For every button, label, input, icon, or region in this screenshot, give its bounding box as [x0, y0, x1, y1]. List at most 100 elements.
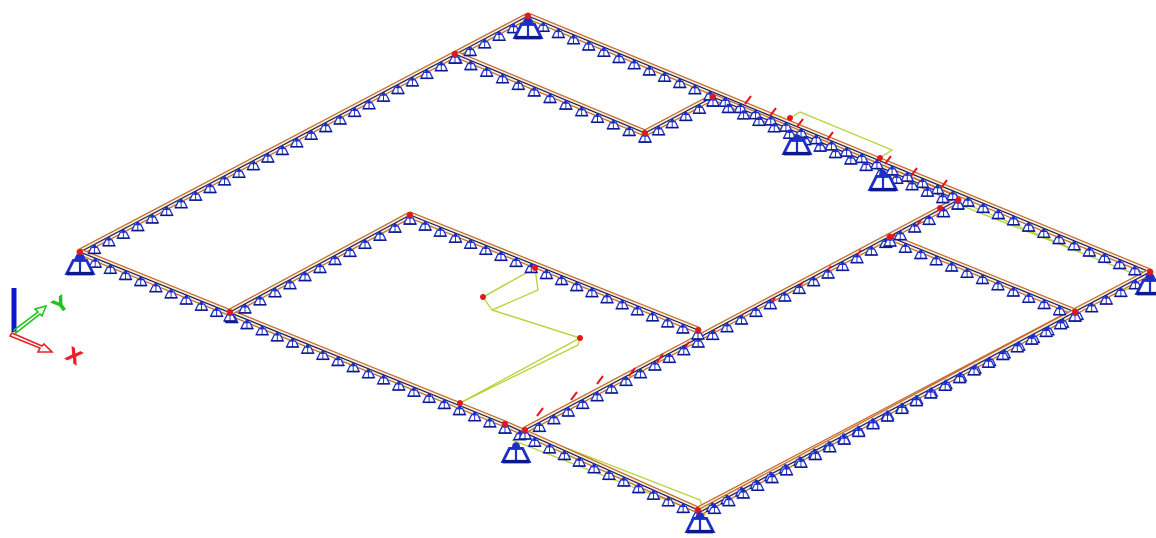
support-icon	[479, 67, 494, 77]
support-icon	[1010, 342, 1025, 353]
support-head	[875, 159, 879, 164]
support-head	[237, 168, 241, 173]
support-head	[681, 503, 685, 508]
y-arrow-shape	[12, 304, 48, 335]
support-head	[305, 344, 310, 348]
support-icon	[542, 93, 558, 104]
support-head	[1133, 265, 1137, 270]
support-icon	[539, 269, 554, 280]
support-head	[199, 301, 204, 305]
node-markers	[77, 13, 1153, 513]
support-head	[169, 289, 173, 293]
support-head	[1029, 335, 1034, 339]
support-head	[787, 129, 792, 133]
support-icon	[463, 239, 478, 250]
node-icon	[1072, 309, 1078, 315]
support-icon	[130, 221, 145, 232]
load-mark	[910, 167, 918, 177]
support-head	[651, 490, 656, 494]
support-icon	[554, 275, 569, 286]
support-head	[290, 338, 295, 342]
node-icon	[642, 130, 648, 136]
support-head	[793, 134, 801, 143]
support-head	[484, 67, 489, 71]
support-icon	[574, 106, 589, 117]
support-head	[811, 276, 816, 281]
support-icon	[915, 178, 930, 189]
support-head	[438, 227, 443, 231]
support-head	[602, 47, 606, 52]
support-head	[920, 178, 925, 183]
support-head	[367, 99, 371, 104]
support-icon	[467, 411, 482, 422]
support-icon	[990, 280, 1005, 291]
support-icon	[596, 47, 611, 58]
support-icon	[1127, 265, 1142, 276]
support-icon	[991, 209, 1006, 220]
support-head	[914, 396, 919, 401]
node-icon	[787, 115, 793, 121]
node-icon	[77, 249, 83, 255]
support-head	[864, 161, 868, 166]
support-icon	[736, 489, 751, 499]
support-icon	[447, 54, 463, 64]
support-markers	[64, 16, 1156, 534]
support-head	[684, 111, 688, 116]
support-icon	[376, 92, 391, 102]
support-head	[605, 293, 609, 298]
support-icon	[660, 318, 675, 328]
support-icon	[361, 99, 377, 110]
load-mark	[884, 155, 892, 165]
load-mark	[656, 353, 664, 363]
support-icon	[734, 315, 749, 325]
support-head	[885, 412, 890, 416]
support-head	[828, 442, 832, 447]
support-icon	[849, 253, 865, 264]
support-icon	[622, 126, 637, 137]
support-head	[799, 128, 803, 133]
panel-outline	[459, 267, 581, 404]
support-icon	[767, 122, 782, 133]
node-icon	[452, 51, 458, 57]
support-head	[164, 206, 169, 211]
support-icon	[966, 366, 982, 376]
support-head	[179, 198, 183, 203]
support-head	[925, 187, 930, 191]
support-icon	[267, 287, 283, 298]
support-icon	[661, 496, 676, 507]
support-head	[739, 315, 744, 319]
support-head	[258, 296, 262, 300]
load-mark	[826, 131, 834, 141]
support-icon	[1067, 312, 1083, 322]
support-head	[910, 180, 914, 185]
support-icon	[542, 444, 557, 454]
support-icon	[1039, 327, 1054, 338]
support-head	[524, 18, 532, 27]
panel-outline	[459, 309, 582, 404]
support-icon	[174, 198, 189, 209]
support-icon	[239, 319, 255, 330]
support-icon	[631, 483, 646, 494]
support-head	[741, 110, 746, 114]
support-icon	[347, 107, 362, 118]
support-head	[309, 130, 314, 134]
node-icon	[227, 309, 233, 315]
support-head	[635, 305, 640, 310]
beam	[76, 12, 532, 256]
support-icon	[808, 450, 823, 461]
support-icon	[851, 427, 866, 438]
node-icon	[955, 197, 961, 203]
support-icon	[493, 251, 508, 262]
support-icon	[500, 442, 532, 464]
support-head	[607, 470, 611, 475]
support-head	[1044, 327, 1048, 332]
support-head	[632, 59, 636, 64]
support-head	[898, 230, 903, 235]
support-icon	[793, 458, 809, 468]
support-icon	[657, 72, 672, 82]
support-icon	[843, 155, 858, 165]
beam-axis	[889, 236, 1076, 313]
support-icon	[646, 490, 661, 500]
support-icon	[237, 304, 253, 314]
